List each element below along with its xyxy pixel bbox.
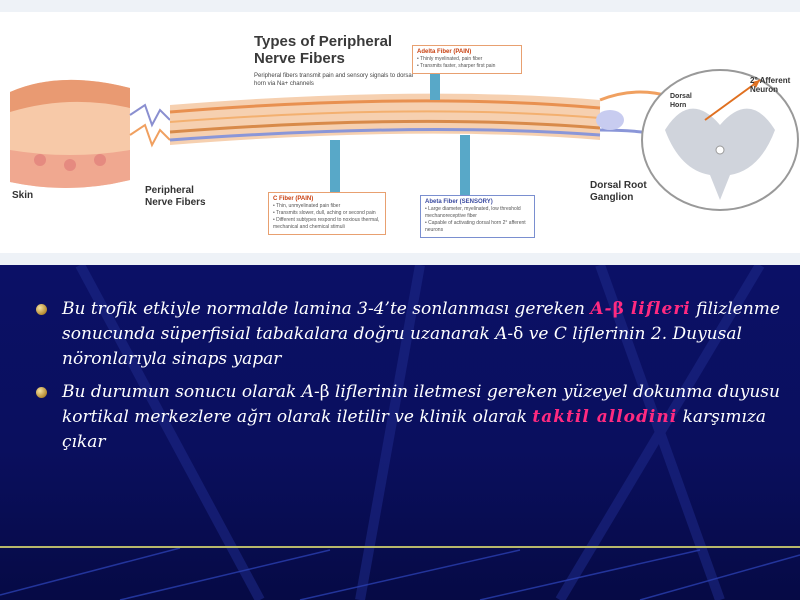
highlight-text: taktil allodini	[532, 407, 678, 427]
label-skin: Skin	[12, 190, 34, 201]
background-decoration	[0, 265, 800, 600]
box-adelta-line: • Transmits faster, sharper first pain	[417, 63, 496, 69]
dorsal-root-ganglion	[596, 110, 624, 130]
bullet-text: Bu trofik etkiyle normalde lamina 3-4’te…	[62, 299, 591, 319]
bullet-text: Bu durumun sonucu olarak A-	[62, 382, 320, 402]
skin-block	[10, 79, 130, 189]
nerve-illustration	[0, 0, 800, 265]
highlight-beta: β	[612, 299, 624, 319]
slide-body: Bu trofik etkiyle normalde lamina 3-4’te…	[0, 265, 800, 600]
bullet-item: Bu durumun sonucu olarak A-β liflerinin …	[32, 380, 782, 455]
bullet-text: ve C liflerinin 2. Duyusal nöronlarıyla …	[62, 324, 742, 369]
bullet-text: karşımıza çıkar	[62, 407, 766, 452]
bullet-text: liflerinin iletmesi gereken yüzeyel doku…	[62, 382, 780, 427]
spinal-cord	[641, 69, 799, 211]
figure-title: Types of Peripheral Nerve Fibers	[254, 33, 393, 67]
highlight-text: lifleri	[623, 299, 691, 319]
bullet-text: filizlenme sonucunda süperfisial tabakal…	[62, 299, 780, 344]
box-abeta-line: • Capable of activating dorsal horn 2° a…	[425, 220, 526, 233]
box-c-title: C Fiber (PAIN)	[273, 196, 314, 202]
box-abeta-sensory: Abeta Fiber (SENSORY) • Large diameter, …	[420, 195, 535, 238]
bullet-icon	[36, 387, 47, 398]
greek-delta: δ	[513, 324, 524, 344]
highlight-text: A-	[590, 299, 613, 319]
box-c-pain: C Fiber (PAIN) • Thin, unmyelinated pain…	[268, 192, 386, 235]
bullet-icon	[36, 304, 47, 315]
label-peripheral-nerve-fibers: Peripheral Nerve Fibers	[145, 185, 206, 208]
bullet-item: Bu trofik etkiyle normalde lamina 3-4’te…	[32, 297, 782, 372]
bullet-list: Bu trofik etkiyle normalde lamina 3-4’te…	[32, 297, 782, 463]
label-dorsal-horn: Dorsal Horn	[670, 93, 692, 109]
label-afferent-neuron: 2° Afferent Neuron	[750, 76, 791, 94]
greek-beta: β	[319, 382, 330, 402]
box-c-line: • Transmits slower, dull, aching or seco…	[273, 210, 376, 216]
box-adelta-line: • Thinly myelinated, pain fiber	[417, 56, 483, 62]
nerve-bundle	[169, 93, 601, 145]
box-c-line: • Different subtypes respond to noxious …	[273, 217, 380, 230]
figure-subtitle: Peripheral fibers transmit pain and sens…	[254, 73, 414, 87]
box-abeta-title: Abeta Fiber (SENSORY)	[425, 199, 493, 205]
divider-line	[0, 546, 800, 548]
box-abeta-line: • Large diameter, myelinated, low thresh…	[425, 206, 521, 219]
box-adelta-pain: Adelta Fiber (PAIN) • Thinly myelinated,…	[412, 45, 522, 74]
box-c-line: • Thin, unmyelinated pain fiber	[273, 203, 341, 209]
nerve-fiber-figure: Types of Peripheral Nerve Fibers Periphe…	[0, 0, 800, 265]
box-adelta-title: Adelta Fiber (PAIN)	[417, 49, 472, 55]
label-dorsal-root-ganglion: Dorsal Root Ganglion	[590, 180, 647, 203]
